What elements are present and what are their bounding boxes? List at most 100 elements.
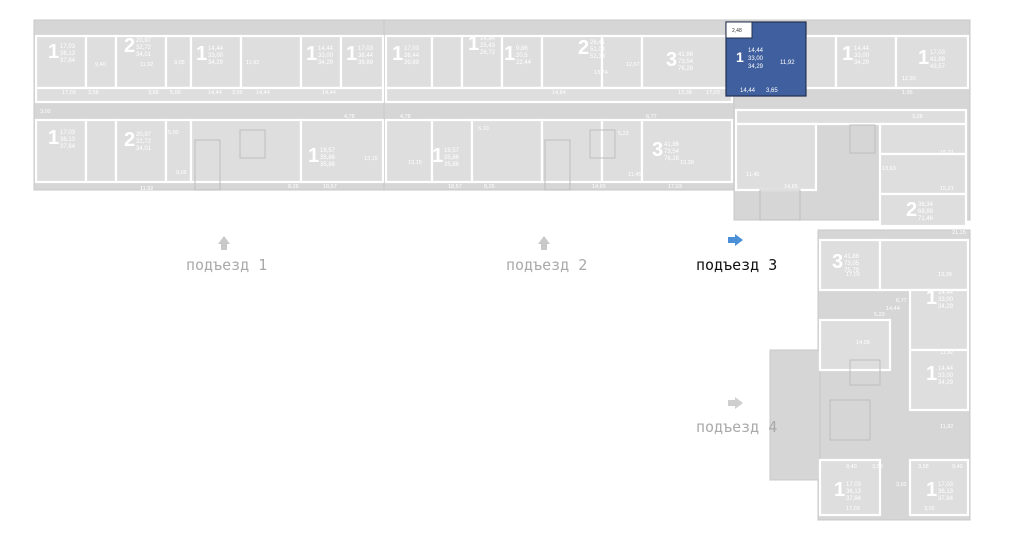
entrance-label: подъезд 3 [696, 256, 777, 274]
room-label: 15,21 [940, 150, 954, 156]
entrance-3[interactable]: подъезд 3 [696, 234, 777, 274]
room-label: 3,28 [912, 114, 923, 120]
apartment-area: 17,03 [358, 46, 374, 52]
room-label: 9,05 [176, 170, 187, 176]
room-label: 11,92 [246, 60, 259, 66]
apartment-area: 25,43 [480, 43, 496, 49]
room-label: 14,44 [256, 90, 270, 96]
room-label: 5,23 [874, 312, 885, 318]
apartment-rooms: 1 [48, 127, 59, 149]
room-label: 15,21 [940, 186, 954, 192]
entrance-arrow-icon [728, 234, 743, 246]
room-label: 13,38 [680, 160, 694, 166]
room-label: 11,92 [940, 350, 953, 356]
apartment-rooms: 3 [666, 49, 677, 71]
apartment-area: 38,44 [358, 53, 374, 59]
apartment-area: 41,86 [678, 52, 694, 58]
apartment-area: 14,44 [854, 46, 870, 52]
highlighted-area-total2: 34,29 [748, 64, 764, 70]
room-label: 11,92 [940, 424, 953, 430]
apartment-rooms: 2 [124, 129, 135, 151]
apartment-label: 1 9,86 20,5 22,44 [504, 43, 532, 66]
apartment-label: 1 14,44 33,00 34,29 [196, 43, 224, 66]
apartment-area: 39,89 [358, 60, 374, 66]
apartment-area: 35,86 [320, 155, 336, 161]
entrance-arrow-icon [218, 236, 230, 250]
apartment-area: 37,84 [938, 496, 954, 502]
room-label: 18,57 [323, 184, 337, 190]
room-label: 4,78 [344, 114, 355, 120]
apartment-area: 14,44 [938, 290, 954, 296]
apartment-rooms: 2 [906, 199, 917, 221]
apartment-area: 36,13 [846, 489, 862, 495]
apartment-area: 34,29 [938, 380, 954, 386]
room-label: 9,05 [174, 60, 185, 66]
apartment-rooms: 1 [196, 43, 207, 65]
apartment-area: 32,72 [136, 139, 152, 145]
apartment-area: 32,72 [136, 45, 152, 51]
room-label: 13,15 [408, 160, 422, 166]
apartment-area: 17,03 [60, 44, 76, 50]
entrance-4[interactable]: подъезд 4 [696, 397, 777, 436]
room-label: 6,77 [646, 114, 657, 120]
room-labels: 9,40 11,92 9,05 11,92 14,44 17,03 3,58 3… [40, 60, 966, 512]
highlighted-area-living: 14,44 [748, 48, 764, 54]
apartment-label: 1 18,57 35,86 35,86 [432, 145, 460, 168]
apartment-area: 35,86 [444, 162, 460, 168]
apartment-rooms: 2 [578, 37, 589, 59]
apartment-label: 1 17,03 36,13 37,84 [48, 127, 76, 150]
apartment-rooms: 1 [432, 145, 443, 167]
apartment-area: 14,44 [938, 366, 954, 372]
entrance-1[interactable]: подъезд 1 [186, 236, 267, 274]
apartment-area: 39,89 [404, 60, 420, 66]
apartment-label: 3 41,86 73,54 76,28 [652, 139, 680, 162]
apartment-area: 52,33 [590, 54, 606, 60]
apartment-area: 37,84 [60, 144, 76, 150]
entrance-label: подъезд 1 [186, 256, 267, 274]
highlighted-apartment[interactable]: 1 14,44 33,00 34,29 14,44 11,92 3,65 2,4… [725, 21, 807, 97]
room-label: 11,45 [628, 172, 641, 178]
rooms [34, 34, 970, 517]
room-label: 11,92 [140, 186, 153, 192]
entrance-2[interactable]: подъезд 2 [506, 236, 587, 274]
room-label: 13,63 [882, 166, 896, 172]
room-label: 17,03 [668, 184, 682, 190]
highlighted-room-label: 3,65 [766, 88, 778, 94]
apartment-area: 33,00 [318, 53, 334, 59]
apartment-area: 26,41 [590, 40, 606, 46]
apartment-area: 75,79 [844, 268, 860, 274]
apartment-label: 1 14,44 33,00 34,29 [926, 363, 954, 386]
apartment-area: 34,29 [208, 60, 224, 66]
apartment-area: 73,05 [844, 261, 860, 267]
apartment-area: 14,44 [318, 46, 334, 52]
apartment-rooms: 1 [926, 363, 937, 385]
apartment-area: 9,86 [516, 46, 528, 52]
apartment-area: 73,54 [664, 149, 680, 155]
room-label: 17,03 [846, 272, 860, 278]
apartment-area: 20,97 [136, 38, 152, 44]
apartment-area: 73,54 [678, 59, 694, 65]
apartment-area: 76,28 [678, 66, 694, 72]
room-label: 3,02 [40, 109, 51, 115]
entrance-arrow-icon [728, 397, 743, 409]
room-label: 9,40 [952, 464, 963, 470]
apartment-area: 41,86 [664, 142, 680, 148]
room-label: 13,38 [678, 90, 692, 96]
apartment-label: 1 14,44 33,00 34,29 [842, 43, 870, 66]
entrance-arrow-icon [538, 236, 550, 250]
apartment-area: 37,84 [60, 58, 76, 64]
apartment-label: 1 14,84 25,43 26,72 [468, 33, 496, 56]
apartment-rooms: 1 [48, 41, 59, 63]
apartment-area: 17,03 [846, 482, 862, 488]
apartment-area: 35,86 [320, 162, 336, 168]
apartment-label: 1 17,03 36,13 37,84 [48, 41, 76, 64]
highlighted-room-label: 11,92 [780, 60, 795, 66]
room-label: 12,67 [626, 62, 640, 68]
highlighted-area-total: 33,00 [748, 56, 764, 62]
room-label: 18,57 [448, 184, 462, 190]
apartment-area: 37,84 [846, 496, 862, 502]
entrance-label: подъезд 2 [506, 256, 587, 274]
room-label: 14,65 [784, 184, 798, 190]
apartment-rooms: 1 [346, 43, 357, 65]
